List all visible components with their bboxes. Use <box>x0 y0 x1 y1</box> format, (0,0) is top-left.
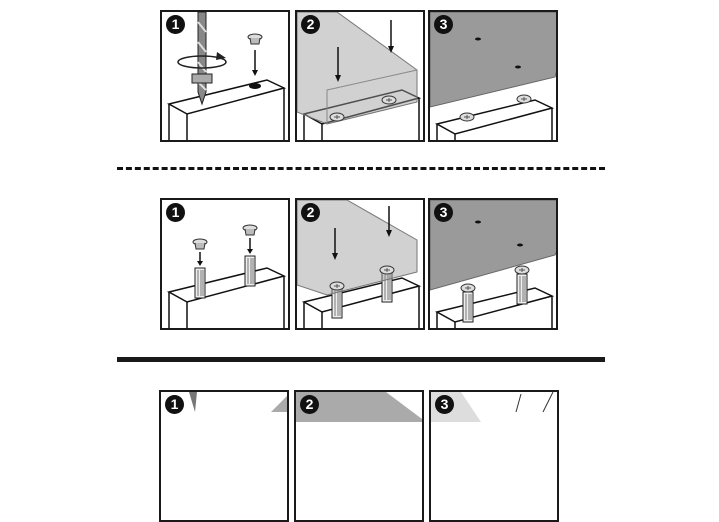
step-number-badge: 2 <box>301 203 320 222</box>
step-number-badge: 3 <box>434 203 453 222</box>
step-number-badge: 1 <box>166 15 185 34</box>
step-number-badge: 2 <box>300 395 319 414</box>
step-2-place-shelf: 2 <box>295 10 425 142</box>
step-2-partial: 2 <box>294 390 424 522</box>
dowel-insert-illustration <box>168 224 285 328</box>
step-number-badge: 3 <box>434 15 453 34</box>
finished-shelf-illustration <box>430 200 556 328</box>
section-divider-solid <box>117 357 605 362</box>
shelf-placement-illustration <box>297 200 420 328</box>
section-divider-dashed <box>117 167 605 170</box>
step-3-partial: 3 <box>429 390 559 522</box>
step-number-badge: 2 <box>301 15 320 34</box>
step-number-badge: 3 <box>435 395 454 414</box>
step-1-drill-hole: 1 <box>160 10 290 142</box>
drill-illustration <box>168 12 285 140</box>
step-3-finished-shelf: 3 <box>428 10 558 142</box>
step-3-finished-shelf: 3 <box>428 198 558 330</box>
step-1-insert-dowels: 1 <box>160 198 290 330</box>
finished-shelf-illustration <box>430 12 556 140</box>
shelf-placement-illustration <box>297 12 420 140</box>
step-1-partial: 1 <box>159 390 289 522</box>
step-2-place-shelf: 2 <box>295 198 425 330</box>
step-number-badge: 1 <box>166 203 185 222</box>
step-number-badge: 1 <box>165 395 184 414</box>
